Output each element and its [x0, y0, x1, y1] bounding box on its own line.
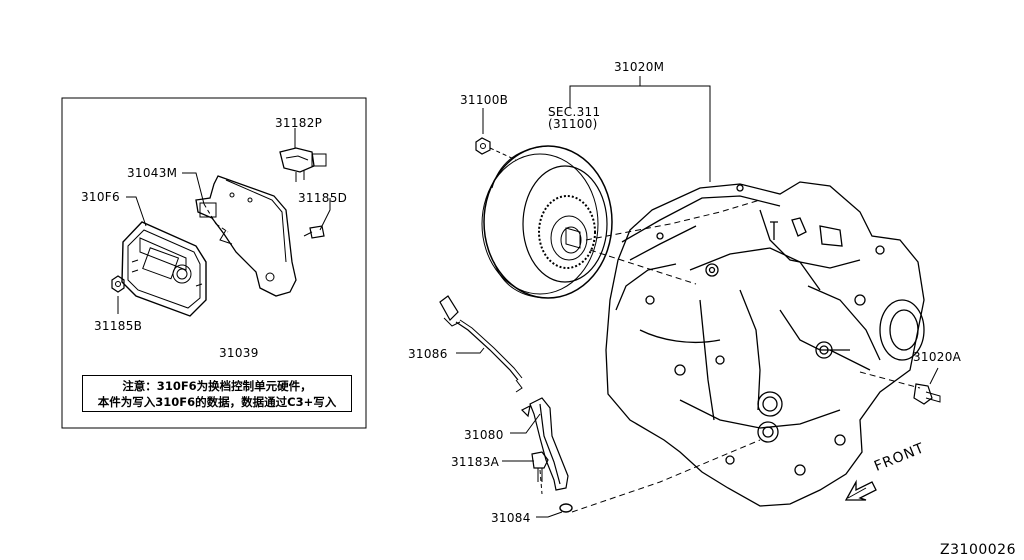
sensor-31182P[interactable] [279, 147, 327, 182]
bolt-31183A[interactable] [531, 451, 549, 482]
note-line-2: 本件为写入310F6的数据，数据通过C3+写入 [97, 395, 337, 409]
front-arrow-icon [844, 479, 877, 501]
torque-converter[interactable] [481, 145, 613, 299]
label-31039[interactable]: 31039 [219, 346, 259, 360]
label-310F6[interactable]: 310F6 [81, 190, 120, 204]
inset-frame [61, 97, 367, 429]
bracket-31043M[interactable] [195, 175, 297, 297]
label-sec311-sub: (31100) [548, 117, 598, 131]
label-31084[interactable]: 31084 [491, 511, 531, 525]
note-line-1: 注意：310F6为换档控制单元硬件， [122, 379, 312, 393]
label-31100B[interactable]: 31100B [460, 93, 509, 107]
label-31185B[interactable]: 31185B [94, 319, 143, 333]
label-31020A[interactable]: 31020A [913, 350, 962, 364]
label-31080[interactable]: 31080 [464, 428, 504, 442]
label-31183A[interactable]: 31183A [451, 455, 500, 469]
control-unit-310F6[interactable] [121, 221, 207, 317]
bolt-31100B[interactable] [475, 137, 491, 155]
label-31182P[interactable]: 31182P [275, 116, 323, 130]
label-31043M[interactable]: 31043M [127, 166, 178, 180]
diagram-id: Z3100026 [940, 542, 1016, 558]
filler-tube-31080[interactable] [520, 397, 569, 491]
main-leaders [456, 76, 939, 518]
o-ring-31084[interactable] [559, 503, 573, 513]
label-31020M[interactable]: 31020M [614, 60, 665, 74]
label-31086[interactable]: 31086 [408, 347, 448, 361]
note-box: 注意：310F6为换档控制单元硬件， 本件为写入310F6的数据，数据通过C3+… [82, 375, 352, 412]
inset-leaders [117, 128, 331, 314]
bolt-31185D[interactable] [303, 225, 325, 239]
dipstick-31086[interactable] [439, 295, 523, 393]
label-sec311: SEC.311 [548, 105, 601, 119]
label-31185D[interactable]: 31185D [298, 191, 348, 205]
transmission-case[interactable] [605, 181, 925, 507]
bolt-31185B[interactable] [111, 275, 125, 293]
bolt-31020A[interactable] [913, 383, 941, 405]
